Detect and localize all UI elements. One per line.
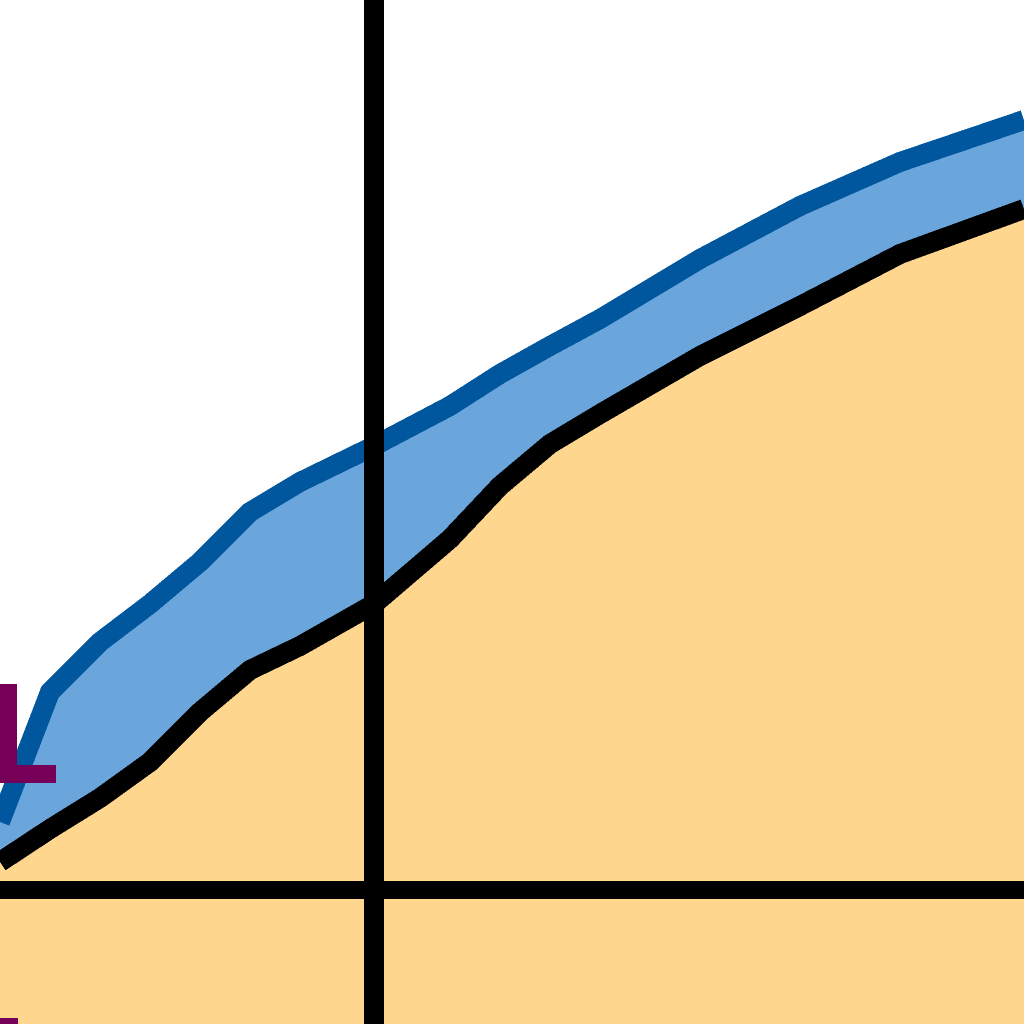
lower-series-line: [0, 199, 1024, 871]
upper-series-line: [0, 110, 1024, 826]
marker-bracket: [0, 684, 56, 783]
lower-area-fill: [0, 209, 1024, 1024]
upper-band-fill: [0, 120, 1024, 862]
marker-stub: [0, 1018, 18, 1024]
